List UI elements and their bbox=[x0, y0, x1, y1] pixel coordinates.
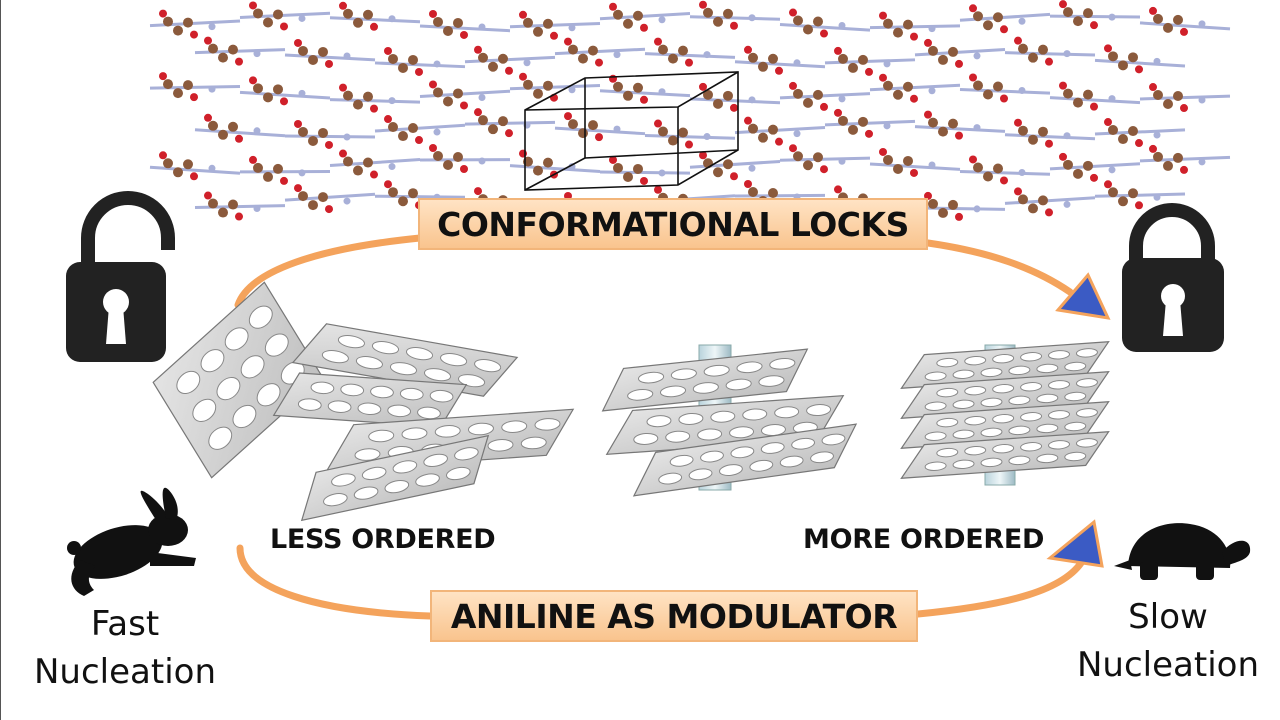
framework-unit bbox=[284, 119, 376, 149]
cof-sheet bbox=[300, 434, 490, 522]
framework-unit bbox=[194, 113, 286, 143]
slow-caption-line-2: Nucleation bbox=[1076, 645, 1259, 685]
framework-unit bbox=[419, 144, 511, 174]
open-padlock-icon bbox=[66, 191, 175, 362]
framework-unit bbox=[239, 1, 331, 31]
framework-unit bbox=[1004, 187, 1096, 217]
framework-unit bbox=[824, 46, 916, 76]
framework-unit bbox=[869, 73, 961, 103]
framework-unit bbox=[374, 46, 466, 76]
framework-unit bbox=[149, 9, 241, 39]
conformational-locks-text: CONFORMATIONAL LOCKS bbox=[437, 204, 909, 244]
framework-unit bbox=[824, 108, 916, 138]
framework-unit bbox=[1049, 152, 1141, 182]
framework-unit bbox=[464, 45, 556, 75]
slow-caption-line-1: Slow bbox=[1128, 597, 1208, 637]
framework-unit bbox=[779, 81, 871, 111]
framework-unit bbox=[419, 80, 511, 110]
fast-nucleation-caption: Fast Nucleation bbox=[20, 600, 230, 696]
framework-unit bbox=[509, 72, 601, 102]
fast-caption-line-1: Fast bbox=[90, 604, 160, 644]
framework-unit bbox=[914, 38, 1006, 68]
framework-unit bbox=[284, 38, 376, 68]
framework-unit bbox=[194, 36, 286, 66]
bottom-arrowhead bbox=[1046, 519, 1104, 568]
cof-layer-stacks bbox=[152, 281, 1110, 522]
framework-unit bbox=[149, 72, 241, 102]
framework-unit bbox=[374, 115, 466, 145]
bottom-cycle-arrow bbox=[236, 519, 1104, 620]
closed-padlock-icon bbox=[1122, 203, 1224, 352]
framework-unit bbox=[779, 144, 871, 174]
framework-unit bbox=[779, 8, 871, 38]
less-ordered-label: LESS ORDERED bbox=[270, 524, 496, 555]
cof-sheet bbox=[601, 348, 809, 412]
framework-unit bbox=[599, 155, 691, 185]
framework-unit bbox=[329, 1, 421, 31]
more-ordered-label: MORE ORDERED bbox=[803, 524, 1045, 555]
framework-unit bbox=[644, 37, 736, 67]
framework-unit bbox=[239, 155, 331, 185]
framework-unit bbox=[464, 108, 556, 138]
framework-unit bbox=[959, 155, 1051, 185]
rabbit-icon bbox=[67, 487, 196, 596]
framework-unit bbox=[599, 2, 691, 32]
framework-unit bbox=[1139, 144, 1231, 174]
aniline-modulator-text: ANILINE AS MODULATOR bbox=[450, 596, 898, 636]
left-border-line bbox=[0, 0, 1, 720]
slow-nucleation-caption: Slow Nucleation bbox=[1068, 593, 1268, 689]
framework-unit bbox=[914, 110, 1006, 140]
framework-unit bbox=[869, 11, 961, 41]
framework-unit bbox=[959, 4, 1051, 34]
framework-unit bbox=[1049, 81, 1141, 111]
framework-unit bbox=[329, 83, 421, 113]
framework-unit bbox=[1139, 83, 1231, 113]
framework-unit bbox=[554, 37, 646, 67]
framework-unit bbox=[914, 191, 1006, 221]
framework-unit bbox=[1049, 0, 1141, 30]
framework-unit bbox=[1139, 6, 1231, 36]
framework-unit bbox=[1004, 36, 1096, 66]
framework-unit bbox=[1094, 180, 1186, 210]
framework-unit bbox=[1004, 118, 1096, 148]
framework-unit bbox=[959, 73, 1051, 103]
framework-unit bbox=[194, 191, 286, 221]
unit-cell-box bbox=[524, 71, 739, 191]
framework-unit bbox=[554, 112, 646, 142]
framework-unit bbox=[509, 10, 601, 40]
fast-caption-line-2: Nucleation bbox=[33, 652, 216, 692]
framework-unit bbox=[374, 180, 466, 210]
framework-unit bbox=[284, 184, 376, 214]
framework-unit bbox=[689, 0, 781, 30]
framework-unit bbox=[149, 151, 241, 181]
framework-unit bbox=[329, 149, 421, 179]
cof-sheet bbox=[291, 323, 519, 397]
framework-unit bbox=[869, 147, 961, 177]
framework-unit bbox=[734, 116, 826, 146]
conformational-locks-banner: CONFORMATIONAL LOCKS bbox=[418, 198, 928, 250]
framework-unit bbox=[599, 74, 691, 104]
framework-unit bbox=[689, 82, 781, 112]
framework-unit bbox=[644, 119, 736, 149]
top-cycle-arrow bbox=[234, 234, 1111, 320]
framework-unit bbox=[689, 151, 781, 181]
cof-crystal-framework bbox=[149, 0, 1231, 221]
framework-unit bbox=[239, 76, 331, 106]
aniline-modulator-banner: ANILINE AS MODULATOR bbox=[430, 590, 918, 642]
framework-unit bbox=[734, 45, 826, 75]
top-arrowhead bbox=[1055, 272, 1111, 320]
framework-unit bbox=[1094, 44, 1186, 74]
framework-unit bbox=[1094, 118, 1186, 148]
cof-sheet bbox=[632, 423, 858, 497]
framework-unit bbox=[419, 9, 511, 39]
cof-sheet bbox=[900, 431, 1110, 479]
turtle-icon bbox=[1114, 523, 1251, 580]
